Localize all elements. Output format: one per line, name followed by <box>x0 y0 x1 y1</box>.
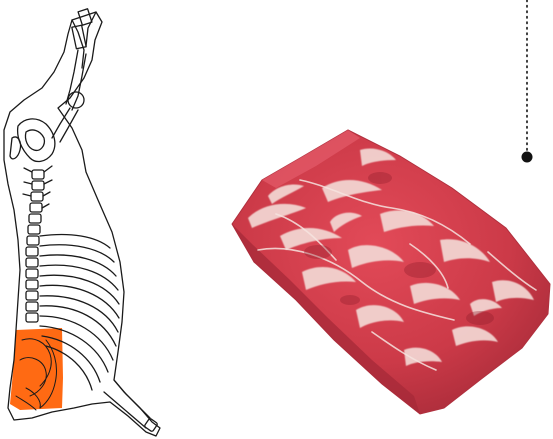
carcass-diagram <box>4 9 160 436</box>
beef-cut-photo <box>232 130 550 414</box>
vertebrae <box>23 166 52 322</box>
connector-dot <box>522 152 533 163</box>
dotted-connector <box>522 0 533 163</box>
